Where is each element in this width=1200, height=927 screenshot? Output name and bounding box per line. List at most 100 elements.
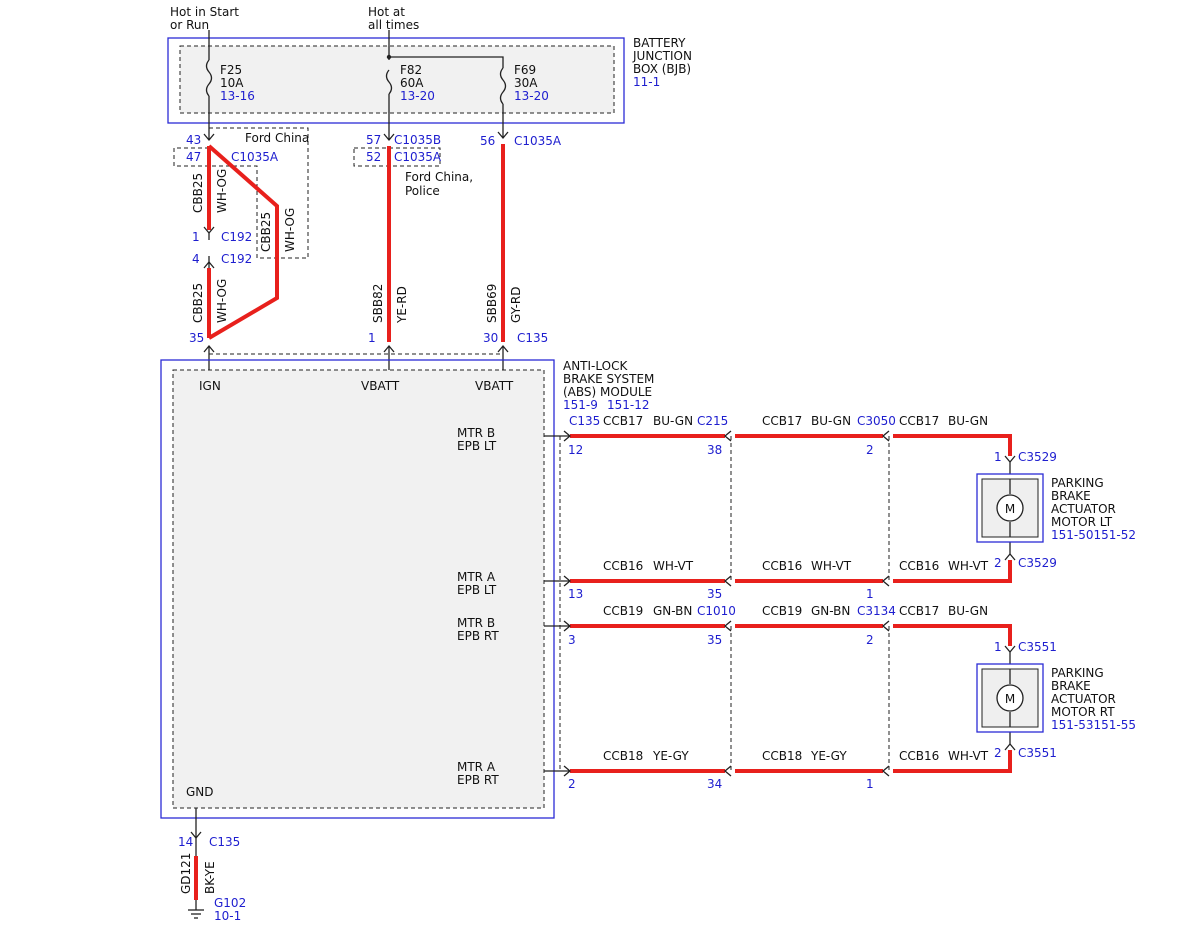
pin-52: 52 [366,150,381,164]
row4-arrow-b [723,765,732,777]
row1-circuit-2: CCB17 [762,414,802,428]
abs-ign: IGN [199,379,221,393]
motor-lt-title-1: PARKING [1051,476,1104,490]
gnd-pin: 14 [178,835,193,849]
hot-all-times-line1: Hot at [368,5,405,19]
label-bkye: BK-YE [203,861,217,894]
abs-gnd: GND [186,785,214,799]
motor-lt-refs: 151-50151-52 [1051,528,1136,542]
row1-seg3 [893,434,1012,456]
row3-motor-pin: 1 [994,640,1002,654]
row2-arrow-a [563,575,572,587]
mtr-b-lt-1: MTR B [457,426,495,440]
mtr-a-rt-1: MTR A [457,760,496,774]
pin-43: 43 [186,133,201,147]
c135-top: 35 1 30 C135 [189,331,548,370]
ground-ref: 10-1 [214,909,241,923]
row2-seg3 [893,560,1012,583]
row4-color-2: YE-GY [810,749,847,763]
row3-conn2: C1010 [697,604,736,618]
m2-arrow-top [1004,645,1016,654]
row4-arrow-c [881,765,890,777]
label-cbb25-a: CBB25 [191,173,205,213]
row2-motor-pin: 2 [994,556,1002,570]
row1-color-2: BU-GN [811,414,851,428]
row1-pin2: 38 [707,443,722,457]
fuse-f69-name: F69 [514,63,536,77]
motor-rt: M PARKING BRAKE ACTUATOR MOTOR RT 151-53… [976,663,1136,733]
row1-motor-conn: C3529 [1018,450,1057,464]
pin-c192-4: 4 [192,252,200,266]
splice-dot [386,54,392,60]
bjb-title-3: BOX (BJB) [633,62,691,76]
ford-china-dashed-box [173,127,309,259]
fuse-f25-name: F25 [220,63,242,77]
row4-motor-pin: 2 [994,746,1002,760]
row3-circuit-1: CCB19 [603,604,643,618]
epb-wiring: C135 CCB17 BU-GN C215 CCB17 BU-GN C3050 … [544,414,1057,791]
label-sbb82: SBB82 [371,284,385,323]
row4-seg3 [893,750,1012,773]
row2-arrow-c [881,575,890,587]
ford-china-police-dashed [353,147,441,167]
motor-lt-title-4: MOTOR LT [1051,515,1113,529]
motor-rt-symbol: M [1005,692,1015,706]
abs-title-3: (ABS) MODULE [563,385,652,399]
row4-color-3: WH-VT [948,749,989,763]
m1-arrow-bot [1004,552,1016,561]
row4-circuit-3: CCB16 [899,749,939,763]
row3-circuit-2: CCB19 [762,604,802,618]
fuse-f82-ref: 13-20 [400,89,435,103]
row3-motor-conn: C3551 [1018,640,1057,654]
row1-c135: C135 [569,414,600,428]
pin-c192-1: 1 [192,230,200,244]
row1-circuit-1: CCB17 [603,414,643,428]
row2-pin: 13 [568,587,583,601]
wire-cbb25-bypass [207,144,279,340]
motor-lt-title-3: ACTUATOR [1051,502,1116,516]
label-sbb69: SBB69 [485,284,499,323]
arrow-56 [497,131,509,140]
fuse-f69-symbol [499,67,507,105]
arrow-43 [203,133,215,142]
label-whog-a: WH-OG [215,169,229,213]
conn-c192-4: C192 [221,252,252,266]
mtr-a-lt-2: EPB LT [457,583,497,597]
row3-pin2: 35 [707,633,722,647]
vertical-wires: 1 C192 4 C192 CBB25 WH-OG CBB25 WH-OG CB… [179,144,523,900]
hot-all-times-line2: all times [368,18,419,32]
fuse-f25-symbol [205,59,213,97]
abs-title-1: ANTI-LOCK [563,359,628,373]
row3-color-3: BU-GN [948,604,988,618]
row3-arrow-c [881,620,890,632]
motor-rt-outer [976,663,1044,733]
row1-arrow-a [563,430,572,442]
conn-c1035b: C1035B [394,133,441,147]
row1-circuit-3: CCB17 [899,414,939,428]
bjb-connectors: Ford China 43 47 C1035A 57 C1035B 52 C10… [173,127,562,259]
pin-c135-30: 30 [483,331,498,345]
gnd-conn: C135 [209,835,240,849]
fuse-f25-rating: 10A [220,76,244,90]
row3-arrow-a [563,620,572,632]
row4-arrow-a [563,765,572,777]
row3-conn3: C3134 [857,604,896,618]
row3-color-2: GN-BN [811,604,850,618]
row4-color-1: YE-GY [652,749,689,763]
bjb-outline [167,37,625,124]
row4-circuit-2: CCB18 [762,749,802,763]
ford-china-label: Ford China [245,131,309,145]
conn-c1035a-right: C1035A [514,134,562,148]
bjb-title-2: JUNCTION [632,49,692,63]
mtr-a-lt-1: MTR A [457,570,496,584]
abs-vbatt-1: VBATT [361,379,400,393]
feed-labels: Hot in Start or Run Hot at all times [170,5,419,32]
label-cbb25-b: CBB25 [259,212,273,252]
label-gyrd: GY-RD [509,286,523,323]
abs-vbatt-2: VBATT [475,379,514,393]
conn-c1035a-left: C1035A [231,150,279,164]
abs-ref-1: 151-9 [563,398,598,412]
abs-panel [173,370,544,808]
motor-lt-outer [976,473,1044,543]
